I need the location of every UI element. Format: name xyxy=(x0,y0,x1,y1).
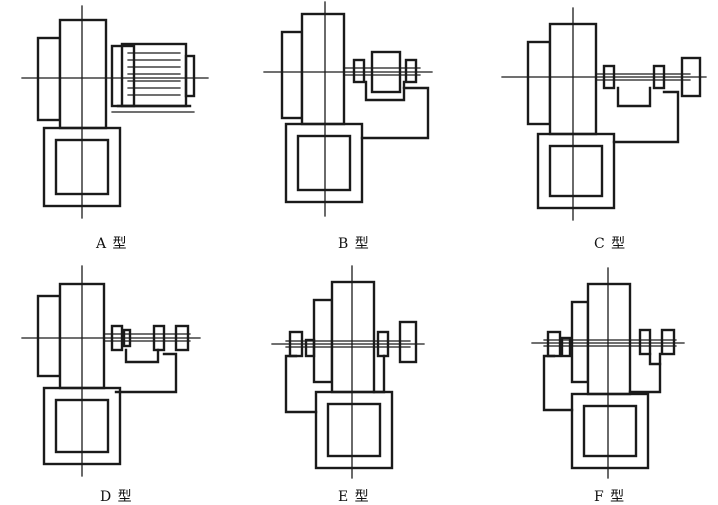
caption-type-c: C 型 xyxy=(594,236,627,252)
impeller-casing xyxy=(300,12,346,126)
motor-body xyxy=(120,42,188,108)
coupling xyxy=(660,328,676,356)
inlet-flange xyxy=(280,30,304,120)
inlet-flange xyxy=(526,40,552,126)
outlet-housing xyxy=(42,126,122,208)
inlet-flange xyxy=(312,298,334,384)
outlet-housing xyxy=(284,122,364,204)
caption-type-b: B 型 xyxy=(338,236,370,252)
impeller-casing xyxy=(58,18,108,130)
belt-pulley xyxy=(680,56,702,98)
belt-pulley xyxy=(370,50,402,94)
impeller-casing xyxy=(548,22,598,136)
outlet-housing xyxy=(570,392,650,470)
belt-pulley xyxy=(398,320,418,364)
inlet-flange xyxy=(36,294,62,378)
motor-end-cap xyxy=(110,44,136,108)
inlet-flange xyxy=(36,36,62,122)
caption-type-e: E 型 xyxy=(338,489,370,505)
outlet-housing xyxy=(314,390,394,470)
inlet-flange xyxy=(570,300,590,384)
impeller-casing xyxy=(58,282,106,390)
impeller-casing xyxy=(586,282,632,396)
caption-type-a: A 型 xyxy=(96,236,128,252)
impeller-casing xyxy=(330,280,376,394)
caption-type-d: D 型 xyxy=(100,489,133,505)
coupling xyxy=(174,324,190,352)
outlet-housing xyxy=(536,132,616,210)
caption-type-f: F 型 xyxy=(594,489,626,505)
outlet-housing xyxy=(42,386,122,466)
